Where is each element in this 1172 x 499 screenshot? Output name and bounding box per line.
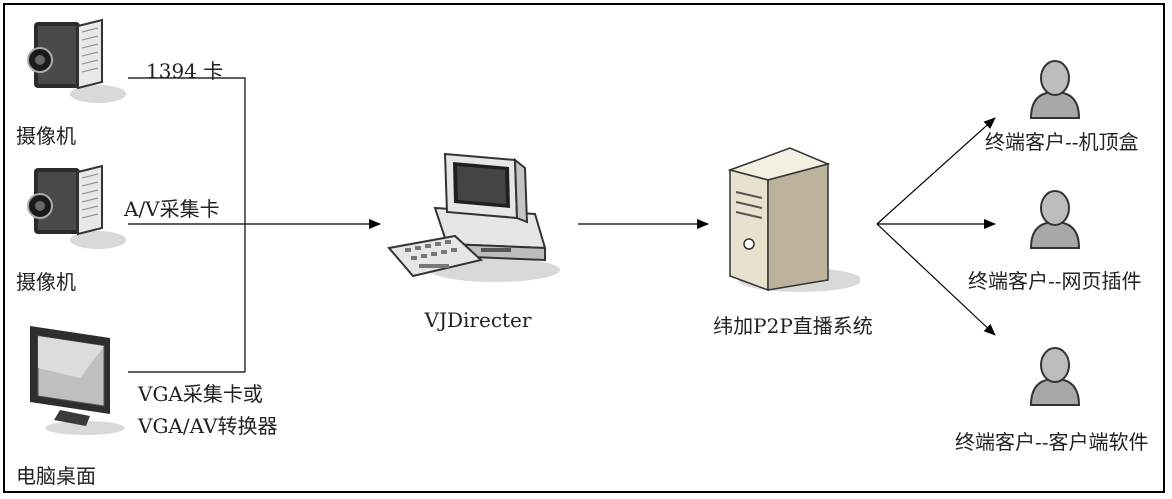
link-label-vga-1: VGA采集卡或 xyxy=(138,382,263,406)
source-label-camera-1: 摄像机 xyxy=(16,124,76,148)
source-label-desktop: 电脑桌面 xyxy=(16,464,96,488)
client-label-stb: 终端客户--机顶盒 xyxy=(985,130,1139,154)
arrow-to-client-stb xyxy=(876,117,996,225)
link-label-vga-2: VGA/AV转换器 xyxy=(138,414,278,438)
user-icon xyxy=(1029,60,1081,119)
user-icon xyxy=(1029,347,1081,406)
client-label-web: 终端客户--网页插件 xyxy=(968,269,1142,293)
desktop-computer-icon xyxy=(387,152,560,282)
arrow-to-client-app xyxy=(876,223,996,336)
server-tower-icon xyxy=(727,147,860,292)
user-icon xyxy=(1029,190,1081,249)
client-label-app: 终端客户--客户端软件 xyxy=(955,430,1149,454)
camcorder-icon xyxy=(27,18,126,103)
server-label: 纬加P2P直播系统 xyxy=(713,314,873,338)
link-label-1394: 1394 卡 xyxy=(146,59,224,83)
diagram-frame xyxy=(3,3,1165,493)
source-label-camera-2: 摄像机 xyxy=(16,270,76,294)
camcorder-icon xyxy=(27,164,126,249)
line-camera1 xyxy=(128,77,246,372)
link-label-av-card: A/V采集卡 xyxy=(124,197,220,221)
center-label: VJDirecter xyxy=(424,308,532,332)
monitor-icon xyxy=(30,326,125,435)
